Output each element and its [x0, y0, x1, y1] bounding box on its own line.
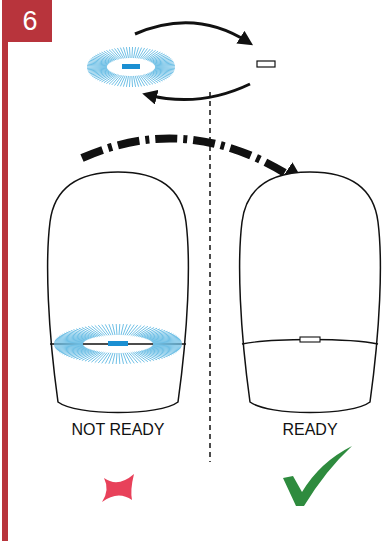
glow-ray: [87, 67, 107, 69]
glow-ray: [123, 324, 127, 335]
cross-mark: [102, 474, 134, 502]
glow-ray: [55, 346, 83, 348]
glow-ray: [131, 47, 133, 58]
glow-ray: [153, 341, 181, 343]
detector-left: [48, 172, 189, 413]
glow-ray: [119, 353, 121, 364]
glow-ray: [88, 326, 101, 336]
glow-ray: [109, 353, 113, 364]
glow-ray: [87, 65, 107, 67]
glow-ray: [119, 324, 121, 335]
glow-ray: [155, 64, 175, 66]
glow-ray: [134, 352, 147, 362]
glow-ray: [54, 344, 83, 345]
glow-ray: [155, 67, 175, 68]
glow-ray: [116, 324, 118, 335]
detector-right: [240, 172, 381, 413]
glow-ray: [155, 65, 175, 67]
glow-ray: [121, 353, 123, 364]
glow-ray: [123, 353, 127, 364]
glow-ray: [131, 76, 133, 87]
glow-ray: [88, 69, 107, 71]
glow-ray: [126, 47, 128, 58]
glow-ray: [87, 67, 107, 68]
glow-ray: [87, 68, 107, 70]
glow-ray: [116, 353, 118, 364]
glow-ray: [129, 76, 131, 87]
glow-ray: [113, 353, 115, 364]
glow-ray: [54, 345, 83, 346]
glow-ray: [155, 63, 174, 65]
glow-ray: [129, 47, 131, 58]
glow-ray: [153, 342, 182, 343]
glow-ray: [54, 344, 83, 346]
glow-ray: [153, 344, 182, 345]
divider: [209, 92, 211, 462]
glow-ray: [121, 324, 123, 335]
step-number-box: 6: [8, 0, 52, 42]
glow-ray: [134, 76, 136, 87]
check-mark: [283, 446, 352, 506]
glow-rays: [87, 47, 175, 87]
glow-ray: [109, 324, 113, 335]
status-label: READY: [282, 421, 337, 439]
glow-ray: [106, 50, 117, 59]
status-label: NOT READY: [71, 421, 164, 439]
glow-ray: [155, 67, 175, 69]
led-off: [257, 61, 275, 67]
arrow: [148, 84, 250, 100]
arrow: [135, 23, 248, 42]
glow-ray: [113, 324, 115, 335]
step-number: 6: [22, 6, 37, 37]
glow-ray: [153, 342, 182, 344]
glow-ray: [145, 74, 156, 83]
glow-ray: [125, 353, 131, 364]
led-on: [122, 64, 140, 69]
glow-ray: [105, 324, 111, 335]
side-bar: [2, 0, 8, 541]
